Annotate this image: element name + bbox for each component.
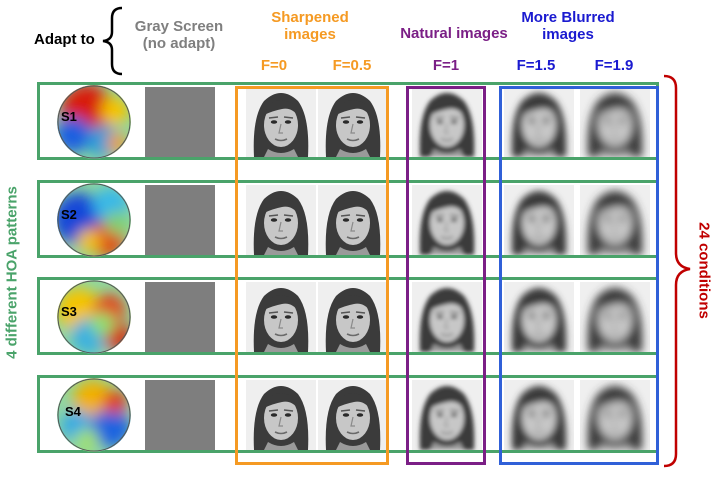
f-value-label: F=0.5 — [332, 57, 372, 74]
face-image — [246, 87, 316, 157]
hoa-blob — [91, 312, 115, 336]
f-value-label: F=1.9 — [594, 57, 634, 74]
face-image — [412, 185, 482, 255]
face-image — [318, 380, 388, 450]
hoa-blob — [91, 408, 131, 448]
gray-screen-header: Gray Screen (no adapt) — [124, 18, 234, 52]
natural-header: Natural images — [400, 25, 508, 42]
hoa-pattern-label: S4 — [65, 404, 81, 419]
hoa-blob — [101, 97, 129, 125]
right-brace — [663, 74, 691, 468]
face-image — [318, 185, 388, 255]
hoa-pattern-label: S2 — [61, 207, 77, 222]
face-image — [504, 185, 574, 255]
face-image — [580, 282, 650, 352]
face-image — [246, 380, 316, 450]
gray-screen-adapter — [145, 380, 215, 450]
hoa-pattern-label: S1 — [61, 109, 77, 124]
hoa-pattern-map — [57, 378, 131, 452]
f-value-label: F=1 — [432, 57, 460, 74]
f-value-label: F=1.5 — [516, 57, 556, 74]
hoa-pattern-map — [57, 183, 131, 257]
gray-screen-adapter — [145, 87, 215, 157]
face-image — [504, 87, 574, 157]
blurred-group-box — [499, 86, 659, 465]
left-brace — [102, 6, 123, 76]
face-image — [580, 380, 650, 450]
face-image — [504, 282, 574, 352]
face-image — [318, 282, 388, 352]
gray-screen-adapter — [145, 282, 215, 352]
blurred-header: More Blurred images — [506, 9, 630, 43]
gray-screen-adapter — [145, 185, 215, 255]
face-image — [318, 87, 388, 157]
face-image — [580, 87, 650, 157]
hoa-blob — [75, 428, 99, 452]
hoa-blob — [77, 229, 101, 253]
sharpened-line2: images — [284, 26, 336, 43]
blurred-line2: images — [542, 26, 594, 43]
hoa-pattern-label: S3 — [61, 304, 77, 319]
hoa-patterns-label: 4 different HOA patterns — [3, 186, 21, 359]
face-image — [580, 185, 650, 255]
sharpened-header: Sharpened images — [250, 9, 370, 43]
face-image — [412, 282, 482, 352]
sharpened-group-box — [235, 86, 389, 465]
hoa-blob — [105, 211, 129, 235]
face-image — [246, 185, 316, 255]
face-image — [412, 87, 482, 157]
gray-screen-line1: Gray Screen — [134, 18, 224, 35]
gray-screen-line2: (no adapt) — [142, 35, 216, 52]
hoa-blob — [103, 390, 127, 414]
sharpened-line1: Sharpened — [271, 9, 349, 26]
f-value-label: F=0 — [260, 57, 288, 74]
blurred-line1: More Blurred — [521, 9, 615, 26]
hoa-pattern-map — [57, 280, 131, 354]
adapt-to-label: Adapt to — [34, 31, 95, 48]
face-image — [504, 380, 574, 450]
natural-group-box — [406, 86, 486, 465]
face-image — [412, 380, 482, 450]
face-image — [246, 282, 316, 352]
conditions-label: 24 conditions — [695, 222, 713, 319]
